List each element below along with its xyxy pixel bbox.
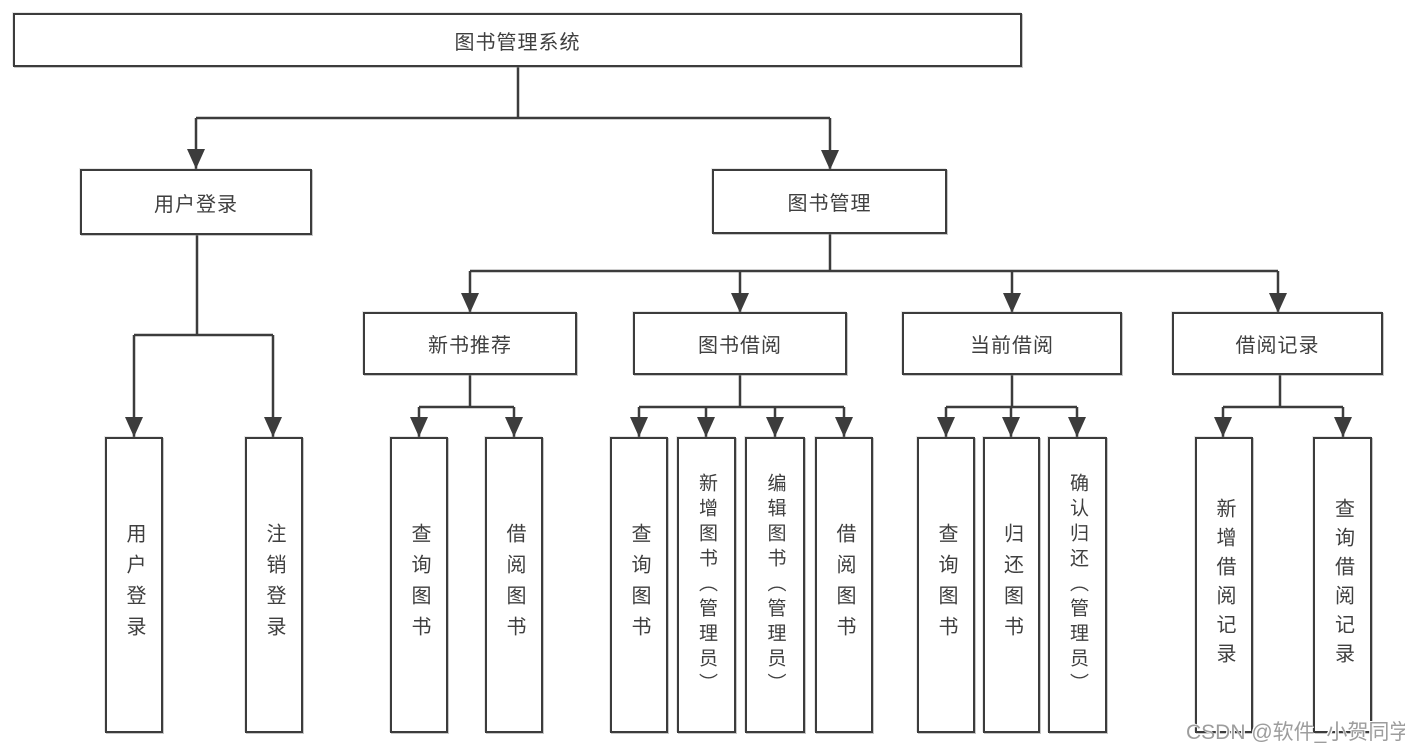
leaf-query-book-2: 查询图书	[610, 437, 668, 733]
node-label: 注销登录	[263, 523, 285, 647]
node-label: 图书管理系统	[454, 31, 581, 54]
node-label: 当前借阅	[970, 335, 1054, 357]
leaf-logout: 注销登录	[245, 437, 303, 733]
arrowheads	[125, 149, 1352, 437]
leaf-add-borrow-record: 新增借阅记录	[1195, 437, 1253, 733]
node-label: 新增图书（管理员）	[696, 472, 717, 698]
node-label: 用户登录	[123, 523, 145, 647]
node-label: 借阅图书	[503, 523, 525, 647]
node-label: 归还图书	[1000, 523, 1023, 647]
connector-path	[132, 66, 1345, 437]
leaf-edit-book-admin: 编辑图书（管理员）	[745, 437, 805, 733]
leaf-query-book-1: 查询图书	[390, 437, 448, 733]
node-label: 查询借阅记录	[1331, 498, 1354, 672]
node-label: 借阅图书	[833, 523, 855, 647]
leaf-add-book-admin: 新增图书（管理员）	[677, 437, 736, 733]
node-label: 确认归还（管理员）	[1067, 472, 1088, 698]
leaf-return-book: 归还图书	[983, 437, 1040, 733]
node-borrow-record: 借阅记录	[1172, 312, 1383, 375]
watermark: CSDN @软件_小贺同学	[1186, 721, 1405, 744]
leaf-user-login: 用户登录	[105, 437, 163, 733]
leaf-query-borrow-record: 查询借阅记录	[1313, 437, 1372, 733]
node-label: 借阅记录	[1235, 335, 1320, 357]
node-label: 查询图书	[628, 523, 650, 647]
leaf-borrow-book-2: 借阅图书	[815, 437, 873, 733]
node-label: 图书借阅	[698, 335, 782, 357]
node-label: 编辑图书（管理员）	[764, 472, 786, 698]
leaf-query-book-3: 查询图书	[917, 437, 975, 733]
leaf-borrow-book-1: 借阅图书	[485, 437, 543, 733]
node-book-management: 图书管理	[712, 169, 947, 234]
node-user-login: 用户登录	[80, 169, 312, 235]
node-label: 图书管理	[787, 193, 872, 215]
node-root: 图书管理系统	[13, 13, 1022, 67]
node-label: 查询图书	[935, 523, 957, 647]
node-label: 新增借阅记录	[1213, 498, 1235, 672]
node-book-borrow: 图书借阅	[633, 312, 847, 375]
node-current-borrow: 当前借阅	[902, 312, 1122, 375]
node-label: 查询图书	[408, 523, 430, 647]
node-label: 用户登录	[154, 193, 238, 216]
node-label: 新书推荐	[428, 335, 512, 357]
leaf-confirm-return-admin: 确认归还（管理员）	[1048, 437, 1107, 733]
node-new-book-recommend: 新书推荐	[363, 312, 577, 375]
